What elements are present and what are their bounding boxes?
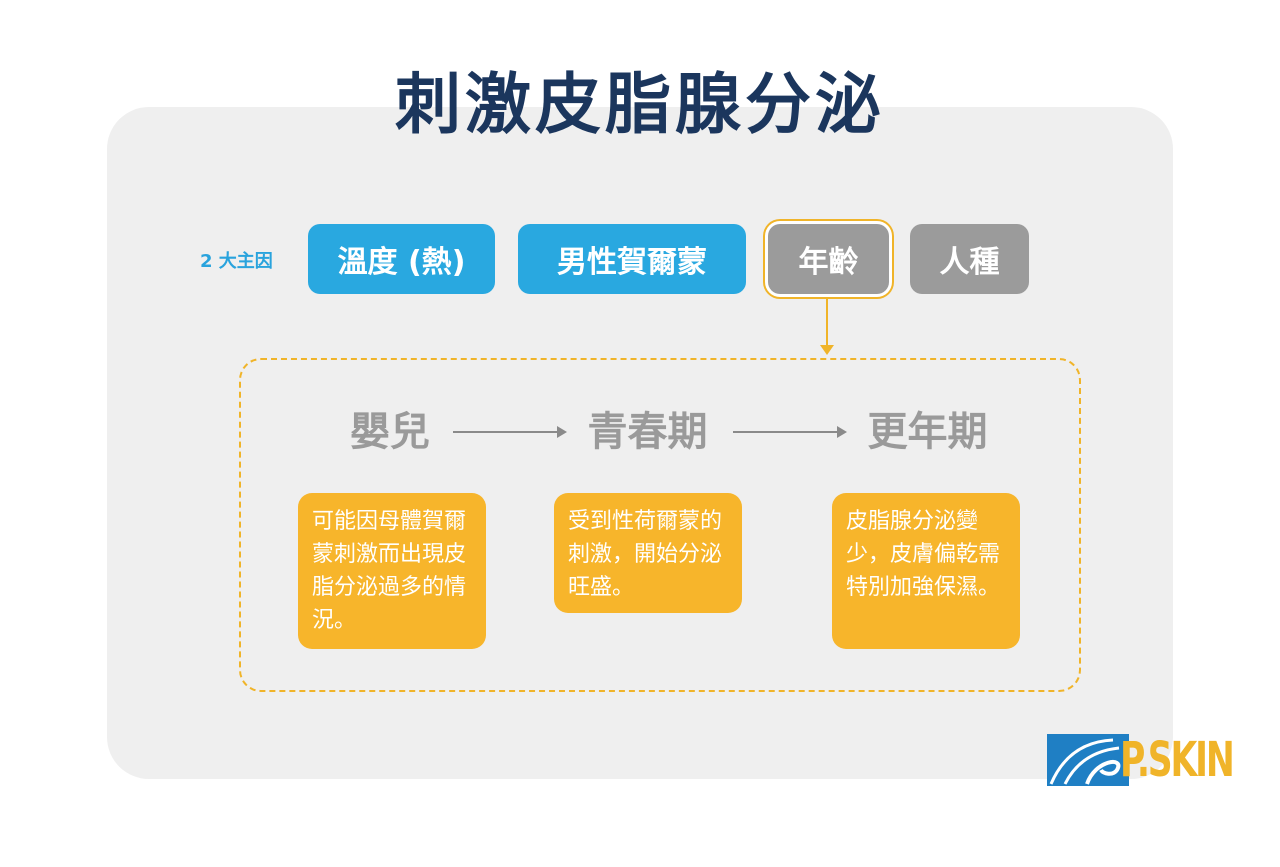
- factor-ethnicity: 人種: [910, 224, 1029, 294]
- connector-arrowhead: [820, 345, 834, 355]
- p-skin-logo-icon: [1047, 734, 1129, 786]
- factor-age: 年齡: [768, 224, 889, 294]
- stage-menopause: 更年期: [867, 409, 988, 455]
- age-stages-box: [239, 358, 1081, 692]
- desc-menopause: 皮脂腺分泌變少，皮膚偏乾需特別加強保濕。: [832, 493, 1020, 649]
- factor-temperature: 溫度 (熱): [308, 224, 495, 294]
- factor-male-hormone: 男性賀爾蒙: [518, 224, 746, 294]
- background-panel: [107, 107, 1173, 779]
- factors-label: 2 大主因: [200, 251, 273, 272]
- arrow-puberty-to-menopause: [733, 426, 847, 438]
- desc-infant: 可能因母體賀爾蒙刺激而出現皮脂分泌過多的情況。: [298, 493, 486, 649]
- stage-puberty: 青春期: [587, 409, 708, 455]
- connector-line: [826, 298, 828, 348]
- desc-puberty: 受到性荷爾蒙的刺激，開始分泌旺盛。: [554, 493, 742, 613]
- p-skin-logo-text: P.SKIN: [1120, 732, 1235, 788]
- stage-infant: 嬰兒: [350, 409, 430, 455]
- arrow-infant-to-puberty: [453, 426, 567, 438]
- page-title: 刺激皮脂腺分泌: [395, 66, 885, 143]
